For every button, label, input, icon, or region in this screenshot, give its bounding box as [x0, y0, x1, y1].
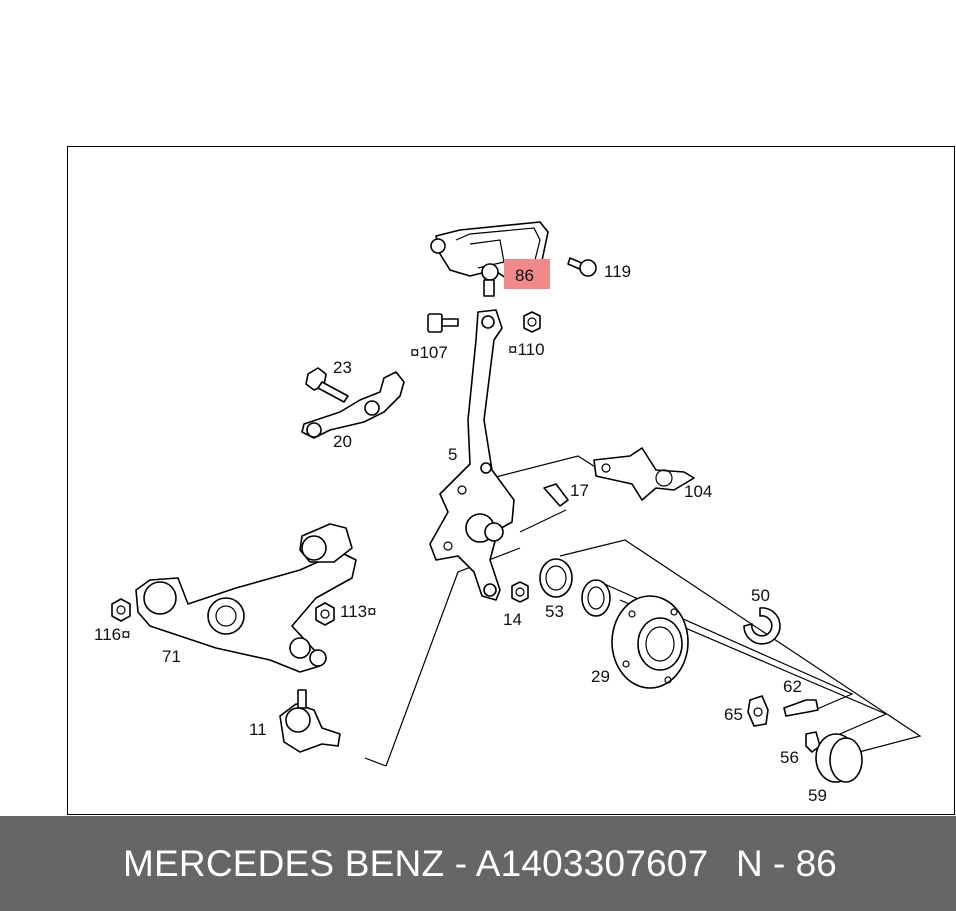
part-113-nut[interactable] — [315, 602, 335, 626]
part-11-ball-joint[interactable] — [279, 689, 341, 753]
label-11: 11 — [249, 720, 267, 739]
part-20-steering-arm[interactable] — [301, 371, 405, 439]
part-59-hub-cap[interactable] — [815, 733, 863, 783]
label-119: 119 — [604, 262, 631, 281]
label-116: 116¤ — [94, 625, 131, 644]
label-86: 86 — [515, 266, 534, 285]
label-59: 59 — [808, 786, 827, 805]
part-86-highlight — [504, 259, 550, 289]
label-53: 53 — [545, 602, 564, 621]
label-62: 62 — [783, 677, 802, 696]
part-23-bolt[interactable] — [305, 367, 349, 403]
part-56-sensor[interactable] — [805, 731, 821, 753]
label-71: 71 — [162, 647, 181, 666]
label-65: 65 — [724, 705, 743, 724]
part-65-clamp[interactable] — [747, 695, 769, 727]
label-104: 104 — [684, 482, 712, 501]
part-116-nut[interactable] — [111, 598, 131, 622]
label-17: 17 — [570, 481, 589, 500]
label-14: 14 — [503, 610, 522, 629]
part-62-bolt[interactable] — [783, 699, 819, 717]
part-14-nut[interactable] — [511, 581, 529, 603]
label-113: 113¤ — [340, 602, 377, 621]
label-5: 5 — [448, 445, 457, 464]
label-107: ¤107 — [410, 343, 448, 362]
part-50-circlip[interactable] — [743, 607, 781, 645]
part-107-bolt[interactable] — [427, 313, 459, 333]
label-29: 29 — [591, 667, 610, 686]
part-119-bolt[interactable] — [567, 257, 597, 277]
part-5-steering-knuckle[interactable] — [429, 309, 515, 601]
part-17-screw[interactable] — [543, 483, 569, 507]
part-29-wheel-hub[interactable] — [581, 579, 689, 689]
label-50: 50 — [751, 586, 770, 605]
part-53-seal[interactable] — [539, 558, 573, 598]
part-71-lower-control-arm[interactable] — [135, 523, 357, 673]
label-56: 56 — [780, 748, 799, 767]
part-110-nut[interactable] — [523, 311, 541, 333]
label-20: 20 — [333, 432, 352, 451]
label-110: ¤110 — [508, 340, 545, 359]
footer-title: MERCEDES BENZ - A1403307607 — [123, 843, 709, 884]
part-104-bracket[interactable] — [593, 447, 695, 501]
label-23: 23 — [333, 358, 352, 377]
footer-bar — [0, 816, 956, 911]
footer-part-reference: N - 86 — [736, 843, 837, 884]
suspension-parts-diagram: 86 119 ¤107 ¤110 23 20 5 — [94, 221, 922, 805]
